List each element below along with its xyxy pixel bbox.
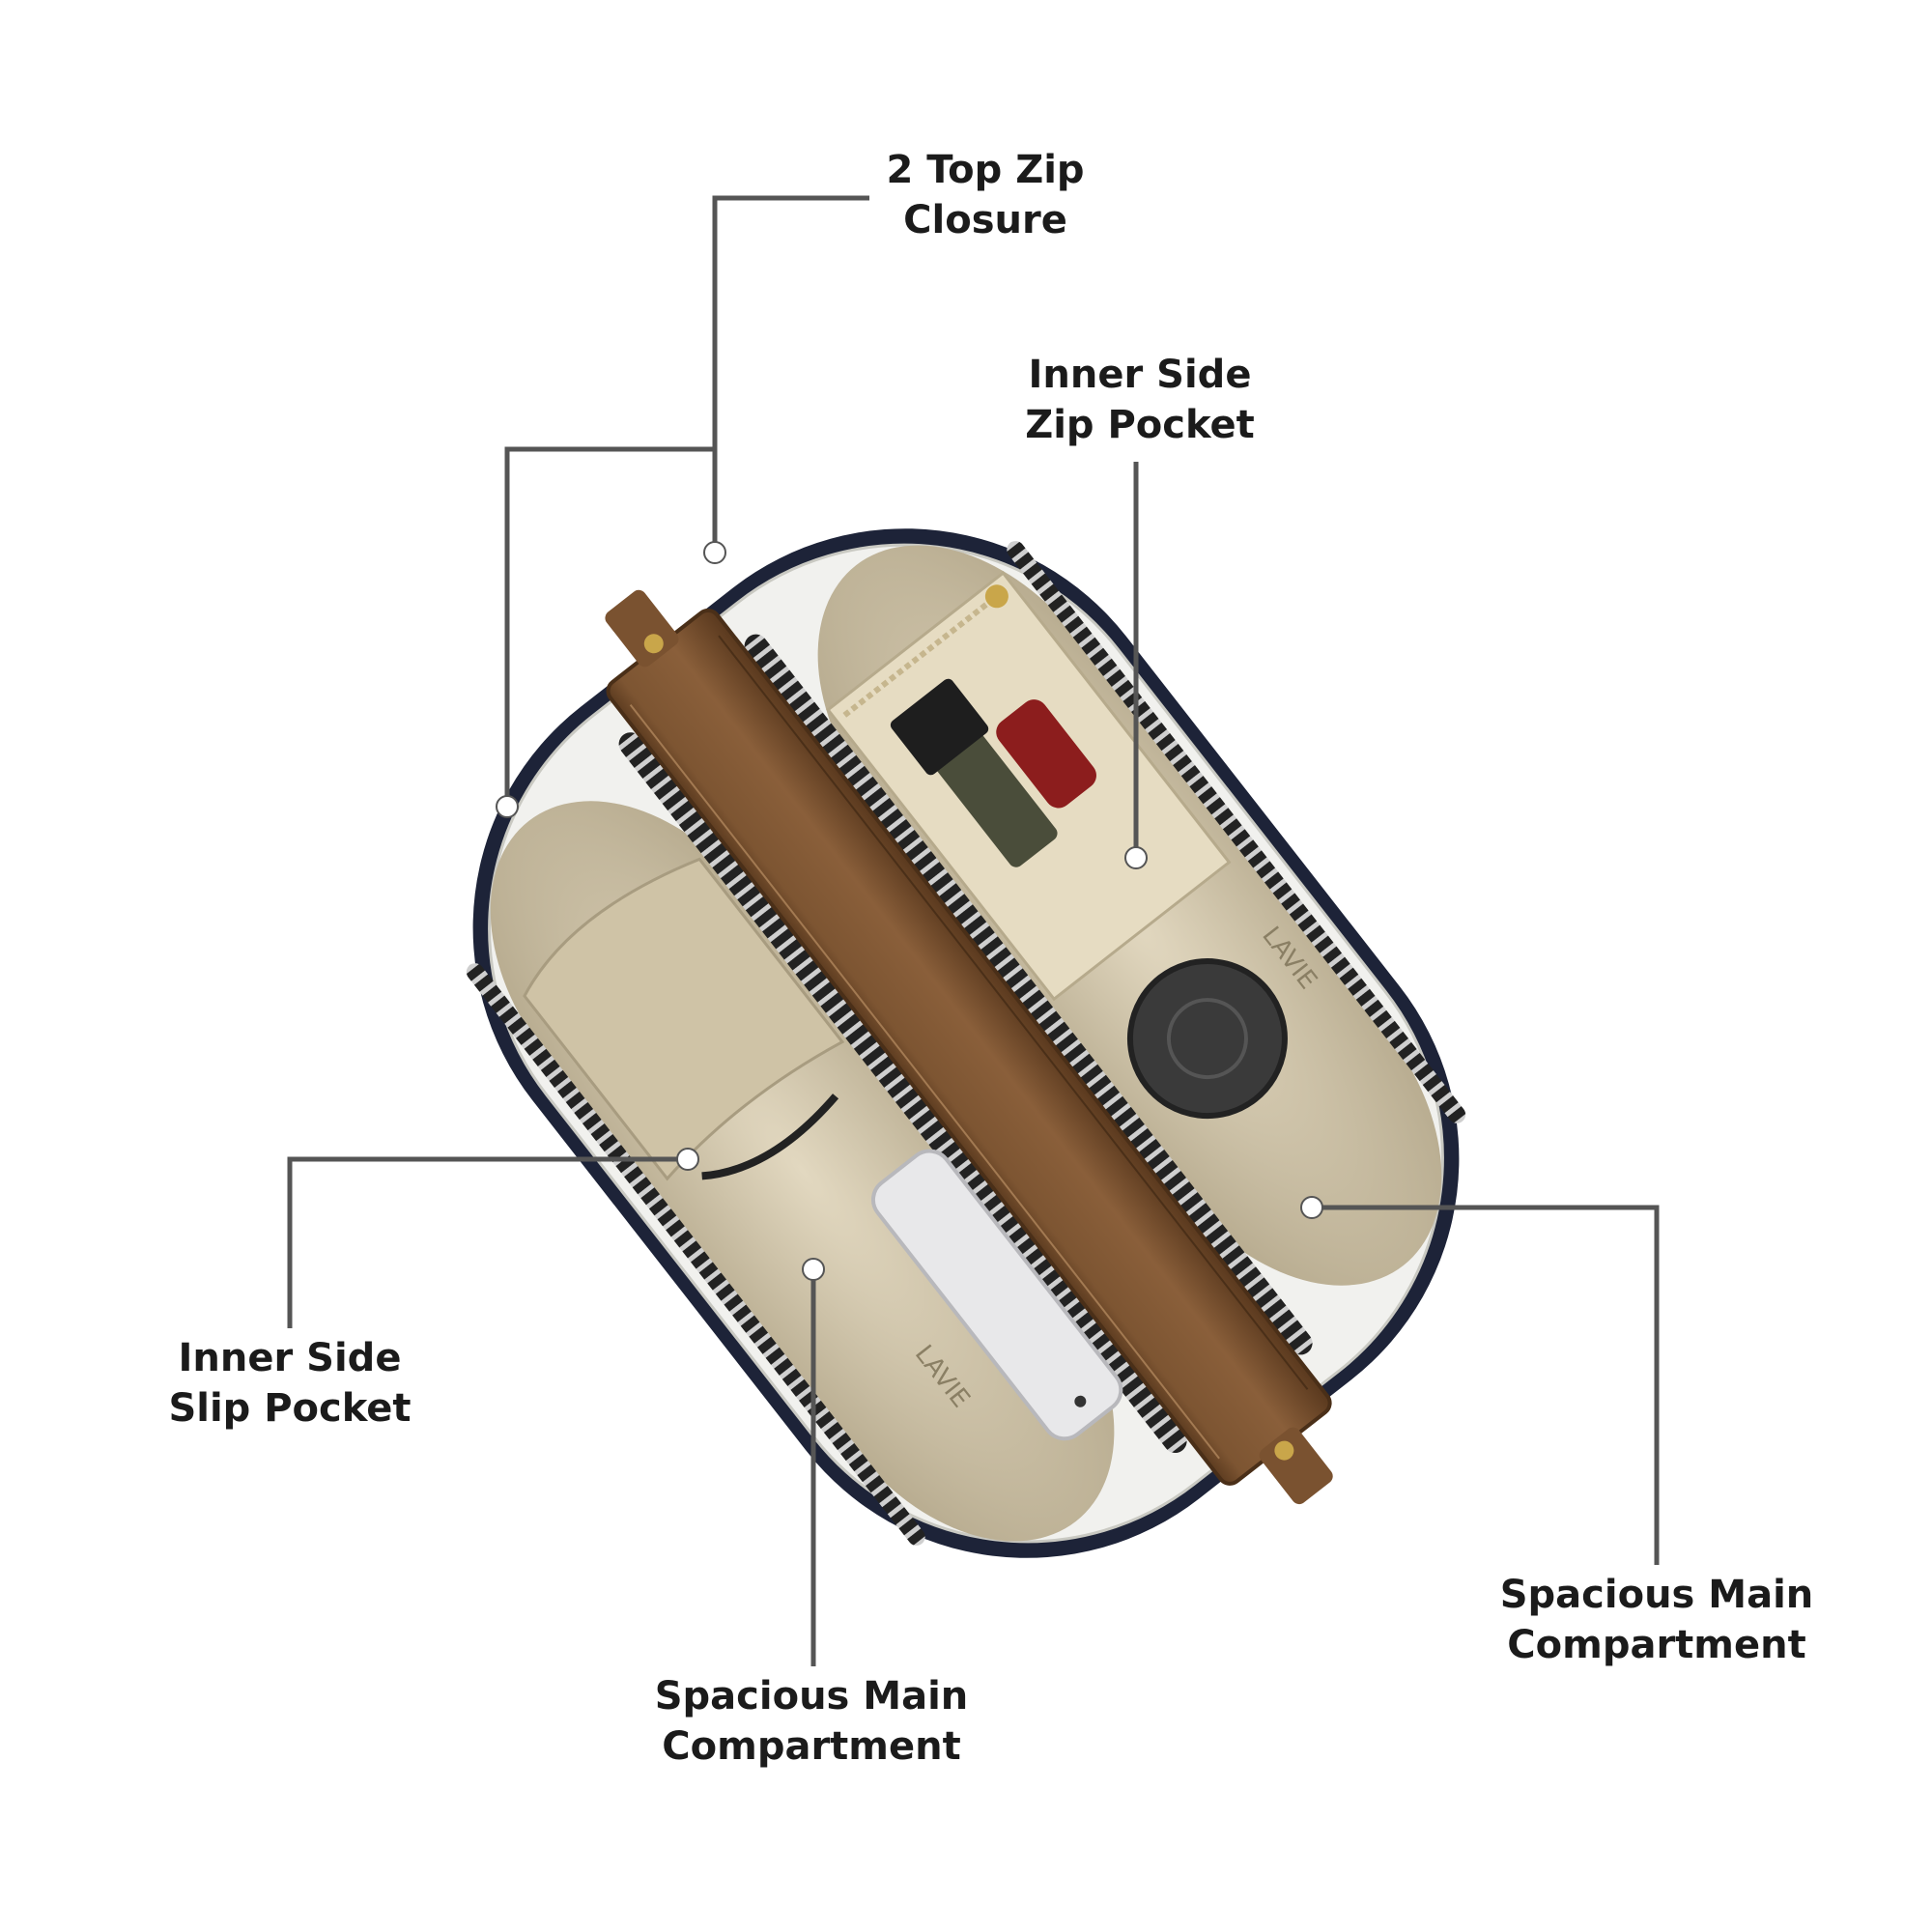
callout-main-compartment-left: Spacious Main Compartment	[638, 1671, 985, 1772]
callout-line-main-right	[1312, 1205, 1660, 1565]
callout-main-left-line1: Spacious Main	[654, 1674, 969, 1719]
right-zipper	[744, 634, 1313, 1355]
callout-top-zip-line1: 2 Top Zip	[886, 148, 1085, 192]
d-ring-top	[643, 634, 664, 654]
dot-main-right	[1300, 1196, 1323, 1219]
callout-inner-slip-line1: Inner Side	[178, 1336, 402, 1380]
callout-dots	[496, 541, 1323, 1281]
lipstick-case	[928, 724, 1058, 867]
slip-pocket	[523, 857, 845, 1181]
callout-line-slip	[287, 1156, 688, 1328]
compact-mirror	[1126, 958, 1288, 1120]
bag: LAVIE LAVIE	[466, 528, 1466, 1558]
callout-inner-slip-pocket: Inner Side Slip Pocket	[155, 1333, 425, 1434]
callout-inner-zip-line2: Zip Pocket	[1025, 403, 1255, 447]
dot-main-left	[802, 1258, 825, 1281]
callout-main-left-line2: Compartment	[662, 1724, 961, 1769]
phone	[870, 1149, 1123, 1441]
callout-top-zip-closure: 2 Top Zip Closure	[850, 145, 1121, 245]
red-lipstick	[996, 699, 1096, 809]
zip-pocket	[826, 571, 1232, 1002]
callout-top-zip-line2: Closure	[903, 198, 1067, 242]
callout-inner-zip-pocket: Inner Side Zip Pocket	[1005, 350, 1275, 450]
callout-main-right-line2: Compartment	[1507, 1623, 1806, 1667]
outer-right-zipper	[1007, 541, 1466, 1123]
dot-slip	[676, 1148, 699, 1171]
dot-inner-zip	[1124, 846, 1148, 869]
callout-main-compartment-right: Spacious Main Compartment	[1483, 1570, 1831, 1670]
outer-left-zipper	[466, 963, 925, 1546]
dot-top-zip	[703, 541, 726, 564]
callout-main-right-line1: Spacious Main	[1499, 1573, 1814, 1617]
callout-lines	[287, 195, 1660, 1666]
d-ring-bottom	[1274, 1440, 1294, 1461]
callout-inner-slip-line2: Slip Pocket	[168, 1386, 412, 1431]
callout-inner-zip-line1: Inner Side	[1028, 353, 1252, 397]
sunglasses	[701, 1094, 839, 1180]
lipstick-cap	[890, 678, 989, 776]
left-zipper	[618, 732, 1187, 1454]
dot-left-zip	[496, 795, 519, 818]
zip-puller	[984, 584, 1009, 609]
